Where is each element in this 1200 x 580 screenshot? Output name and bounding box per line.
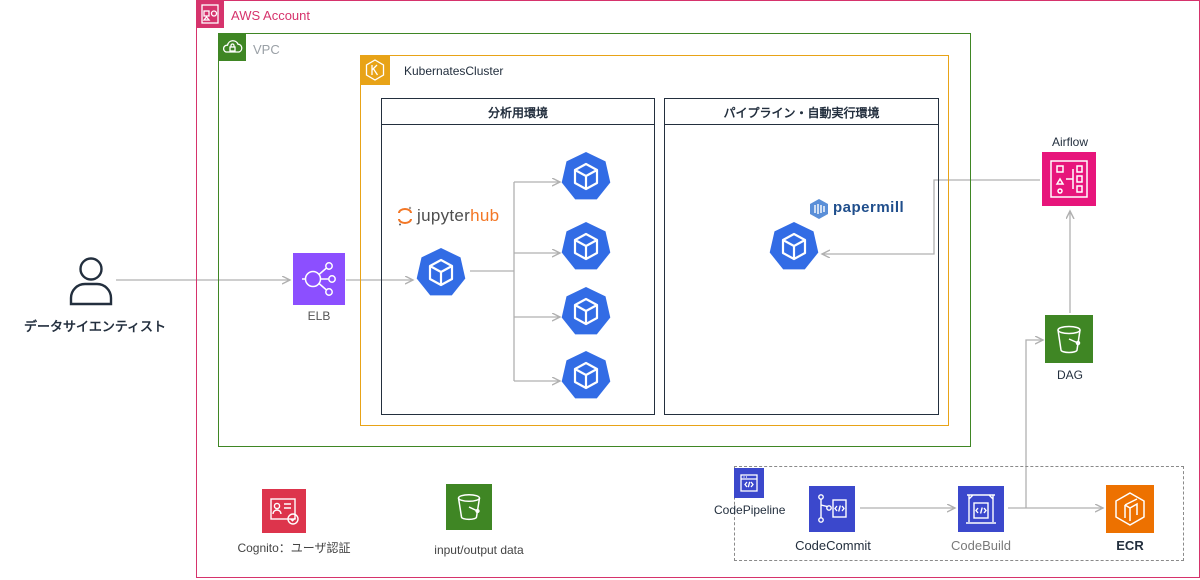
codecommit-icon bbox=[809, 486, 855, 532]
aws-account-label: AWS Account bbox=[231, 8, 310, 23]
io-data-label: input/output data bbox=[434, 543, 524, 557]
aws-account-icon bbox=[196, 0, 224, 28]
vpc-cloud-lock-icon bbox=[218, 33, 246, 61]
pipeline-env-header bbox=[664, 98, 939, 125]
codebuild-label: CodeBuild bbox=[951, 538, 1011, 553]
codepipeline-label: CodePipeline bbox=[714, 503, 786, 517]
jupyter-logo-icon bbox=[397, 205, 413, 227]
codepipeline-icon bbox=[734, 468, 764, 498]
papermill-label: papermill bbox=[833, 199, 905, 216]
load-balancer-icon bbox=[293, 253, 345, 305]
ecr-label: ECR bbox=[1116, 538, 1144, 553]
pipeline-env-group bbox=[664, 98, 939, 415]
analysis-env-header bbox=[381, 98, 655, 125]
user-label: データサイエンティスト bbox=[23, 319, 167, 334]
pod-papermill bbox=[767, 220, 821, 274]
pod-analysis-1 bbox=[559, 150, 613, 204]
eks-icon bbox=[360, 55, 390, 85]
jupyterhub-label: jupyterhub jupyterhub bbox=[417, 206, 500, 225]
pod-analysis-2 bbox=[559, 220, 613, 274]
s3-bucket-icon bbox=[1045, 315, 1093, 363]
cognito-label: Cognito：ユーザ認証 bbox=[237, 541, 351, 555]
airflow-label: Airflow bbox=[1051, 135, 1088, 149]
pod-jupyterhub bbox=[414, 246, 468, 300]
ecr-icon bbox=[1106, 485, 1154, 533]
papermill-logo-icon bbox=[808, 198, 830, 220]
edge-airflow-papermill bbox=[822, 179, 1040, 254]
edge-codebuild-dag bbox=[1025, 340, 1043, 508]
codebuild-icon bbox=[958, 486, 1004, 532]
vpc-label: VPC bbox=[253, 42, 280, 57]
k8s-cluster-group bbox=[360, 55, 949, 426]
pod-analysis-4 bbox=[559, 349, 613, 403]
user-icon bbox=[63, 252, 119, 308]
pod-analysis-3 bbox=[559, 285, 613, 339]
elb-label: ELB bbox=[307, 309, 331, 323]
pipeline-env-title: パイプライン・自動実行環境 bbox=[723, 106, 880, 120]
analysis-env-title: 分析用環境 bbox=[487, 106, 548, 120]
vpc-group bbox=[218, 33, 971, 447]
analysis-env-group bbox=[381, 98, 655, 415]
dag-label: DAG bbox=[1056, 368, 1083, 382]
codecommit-label: CodeCommit bbox=[795, 538, 871, 553]
k8s-cluster-label: KubernatesCluster bbox=[404, 64, 504, 78]
codepipeline-group bbox=[734, 466, 1184, 561]
s3-io-bucket-icon bbox=[446, 484, 492, 530]
cognito-icon bbox=[262, 489, 306, 533]
airflow-mwaa-icon bbox=[1042, 152, 1096, 206]
